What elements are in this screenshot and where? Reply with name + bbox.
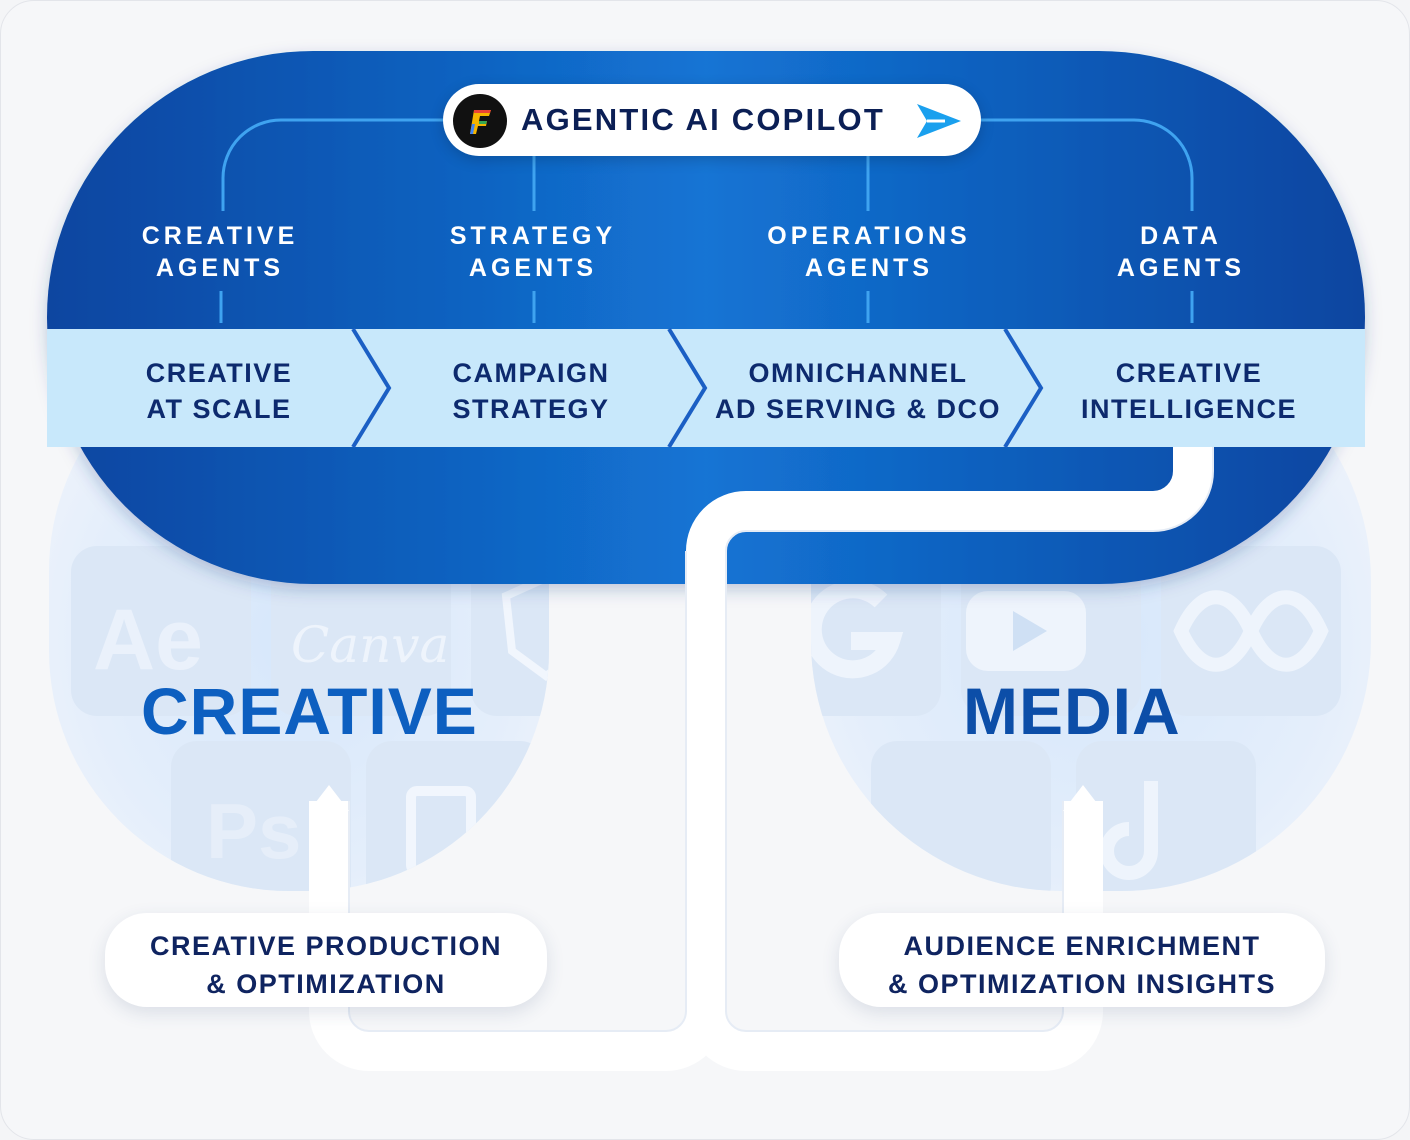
agent-line: CREATIVE xyxy=(141,222,299,250)
stage-line: CREATIVE xyxy=(1115,358,1263,388)
stage-line: AD SERVING & DCO xyxy=(714,394,1002,424)
agent-line: OPERATIONS xyxy=(767,222,971,250)
card-line: CREATIVE PRODUCTION xyxy=(149,931,502,961)
creative-production-text: CREATIVE PRODUCTION & OPTIMIZATION xyxy=(105,927,547,1003)
audience-enrichment-card: AUDIENCE ENRICHMENT & OPTIMIZATION INSIG… xyxy=(839,913,1325,1007)
stage-line: CREATIVE xyxy=(145,358,293,388)
stage-creative-at-scale: CREATIVE AT SCALE xyxy=(54,355,384,427)
copilot-logo-icon xyxy=(453,94,507,148)
media-title: MEDIA xyxy=(963,674,1181,748)
stage-dividers xyxy=(351,327,1044,449)
agent-line: DATA xyxy=(1140,222,1222,250)
media-arrow-head xyxy=(1063,785,1103,811)
copilot-band xyxy=(47,51,1365,584)
stage-line: CAMPAIGN xyxy=(452,358,610,388)
flow-path-edges xyxy=(348,447,1214,1032)
card-line: & OPTIMIZATION INSIGHTS xyxy=(888,969,1276,999)
creative-arrow-head xyxy=(309,785,349,811)
creative-title: CREATIVE xyxy=(141,674,478,748)
agent-strategy: STRATEGY AGENTS xyxy=(383,220,683,284)
photoshop-icon: Ps xyxy=(206,787,302,875)
stage-campaign-strategy: CAMPAIGN STRATEGY xyxy=(366,355,696,427)
agent-operations: OPERATIONS AGENTS xyxy=(719,220,1019,284)
agent-creative: CREATIVE AGENTS xyxy=(70,220,370,284)
stage-line: OMNICHANNEL xyxy=(748,358,968,388)
stage-omnichannel: OMNICHANNEL AD SERVING & DCO xyxy=(693,355,1023,427)
copilot-title: AGENTIC AI COPILOT xyxy=(521,102,885,137)
card-line: AUDIENCE ENRICHMENT xyxy=(903,931,1261,961)
stage-line: STRATEGY xyxy=(452,394,610,424)
agent-line: AGENTS xyxy=(804,254,934,282)
agent-connectors xyxy=(219,118,1194,323)
agent-line: AGENTS xyxy=(1116,254,1246,282)
agent-line: AGENTS xyxy=(155,254,285,282)
after-effects-icon: Ae xyxy=(93,592,203,688)
agent-line: STRATEGY xyxy=(449,222,617,250)
copilot-pill[interactable]: AGENTIC AI COPILOT xyxy=(443,84,981,156)
agent-data: DATA AGENTS xyxy=(1031,220,1331,284)
stage-creative-intelligence: CREATIVE INTELLIGENCE xyxy=(1024,355,1354,427)
send-icon xyxy=(917,104,961,138)
stage-line: AT SCALE xyxy=(146,394,292,424)
canva-icon: Canva xyxy=(291,616,450,674)
audience-enrichment-text: AUDIENCE ENRICHMENT & OPTIMIZATION INSIG… xyxy=(839,927,1325,1003)
flow-path xyxy=(309,447,1213,1071)
creative-production-card: CREATIVE PRODUCTION & OPTIMIZATION xyxy=(105,913,547,1007)
stage-line: INTELLIGENCE xyxy=(1080,394,1297,424)
card-line: & OPTIMIZATION xyxy=(206,969,446,999)
agent-line: AGENTS xyxy=(468,254,598,282)
